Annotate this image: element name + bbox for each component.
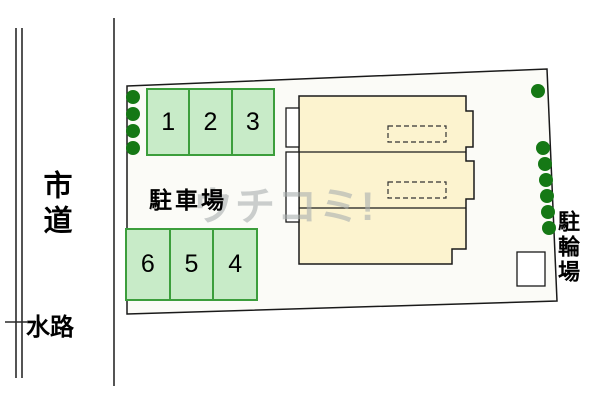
tree-icon — [539, 173, 553, 187]
tree-icon — [531, 84, 545, 98]
tree-icon — [126, 141, 140, 155]
watermark: ウチコミ! — [193, 185, 377, 229]
building-entrance-1 — [285, 107, 300, 148]
waterway-label: 水路 — [26, 314, 74, 341]
dashed-area-1 — [387, 125, 447, 143]
stall-number: 6 — [140, 250, 155, 278]
parking-stalls-bottom: 6 5 4 — [125, 228, 259, 301]
tree-icon — [126, 90, 140, 104]
parking-stall-6: 6 — [125, 228, 171, 301]
stall-number: 3 — [245, 107, 260, 136]
tree-icon — [126, 107, 140, 121]
tree-icon — [540, 189, 554, 203]
tree-icon — [542, 221, 556, 235]
tree-icon — [538, 157, 552, 171]
parking-lot-label: 駐車場 — [149, 187, 227, 213]
bicycle-parking-label: 駐輪場 — [555, 210, 580, 285]
tree-icon — [126, 124, 140, 138]
stall-number: 5 — [184, 250, 199, 278]
stall-number: 2 — [203, 107, 218, 136]
stall-number: 4 — [228, 250, 243, 278]
parking-stall-4: 4 — [212, 228, 259, 301]
parking-stall-5: 5 — [168, 228, 215, 301]
tree-icon — [536, 141, 550, 155]
dashed-area-2 — [387, 181, 447, 199]
building-outline — [298, 95, 475, 265]
parking-stall-1: 1 — [146, 88, 191, 156]
building-entrance-2 — [285, 151, 300, 223]
tree-icon — [541, 205, 555, 219]
parking-stall-2: 2 — [188, 88, 233, 156]
stall-number: 1 — [161, 107, 176, 136]
road-label: 市道 — [39, 170, 71, 240]
parking-stalls-top: 1 2 3 — [146, 88, 275, 156]
parking-stall-3: 3 — [230, 88, 275, 156]
bicycle-parking-box — [516, 251, 546, 287]
